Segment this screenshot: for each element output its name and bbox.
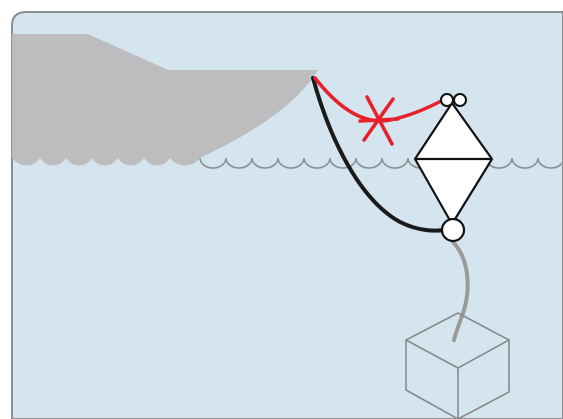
buoy-top-ring-left — [441, 94, 453, 106]
buoy-top-ring-right — [454, 94, 466, 106]
buoy-bottom-ring — [442, 219, 464, 241]
